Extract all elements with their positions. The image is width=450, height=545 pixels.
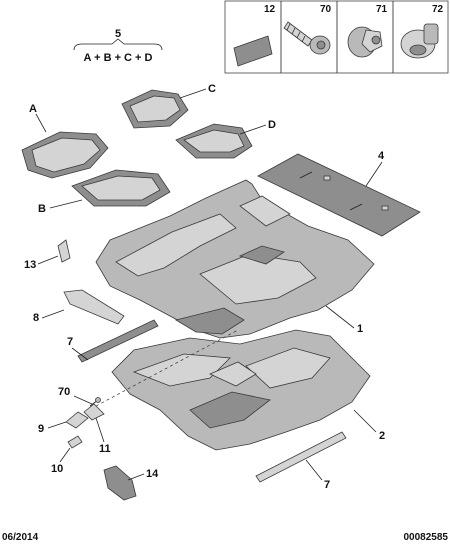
callout-70: 70 <box>58 386 70 398</box>
floor-mat-d <box>175 123 253 159</box>
callout-a: A <box>29 103 37 115</box>
cover-part-14 <box>103 465 137 501</box>
table-label-70: 70 <box>320 4 332 15</box>
callout-4: 4 <box>378 150 385 162</box>
rear-carpet <box>257 153 421 237</box>
footer-reference: 00082585 <box>404 532 449 543</box>
leader-7-upper <box>71 347 89 361</box>
callout-9: 9 <box>38 423 44 435</box>
floor-mat-b <box>71 169 171 207</box>
pad-icon <box>233 35 273 67</box>
leader-a <box>35 113 47 133</box>
formula-expression: A + B + C + D <box>84 52 153 64</box>
nut-icon <box>347 26 383 58</box>
leader-8 <box>41 309 65 319</box>
leader-c <box>179 88 207 99</box>
trim-strip-lower <box>255 431 347 483</box>
floor-insulation <box>111 329 371 451</box>
assembly-line <box>95 329 239 407</box>
table-label-71: 71 <box>376 4 388 15</box>
callout-7-upper: 7 <box>67 336 73 348</box>
leader-4 <box>365 161 383 187</box>
screw-icon <box>283 21 331 55</box>
table-label-12: 12 <box>264 4 276 15</box>
callout-8: 8 <box>33 312 39 324</box>
leader-14 <box>127 473 145 481</box>
callout-11: 11 <box>99 443 111 455</box>
leader-2 <box>353 409 377 433</box>
leader-1 <box>325 305 355 329</box>
fastener-table: 12 70 71 72 <box>224 0 449 74</box>
formula-brace <box>73 38 163 51</box>
callout-d: D <box>268 119 276 131</box>
kit-formula: 5 A + B + C + D <box>73 28 163 64</box>
trim-strip-upper <box>77 319 159 363</box>
callout-2: 2 <box>379 430 385 442</box>
callout-7-lower: 7 <box>324 479 330 491</box>
clip-part-9 <box>65 411 89 429</box>
clip-part-11 <box>83 403 105 421</box>
leader-10 <box>59 447 71 463</box>
callout-13: 13 <box>24 259 36 271</box>
heat-shield-part-8 <box>63 289 125 325</box>
floor-mat-c <box>121 89 189 129</box>
leader-11 <box>95 417 105 443</box>
leader-70 <box>73 395 93 405</box>
leader-13 <box>37 255 59 265</box>
screw-part-70 <box>89 397 101 407</box>
clip-icon <box>400 23 439 59</box>
leader-d <box>239 124 267 135</box>
table-label-72: 72 <box>432 4 444 15</box>
floor-mat-a <box>21 131 109 179</box>
footer-date: 06/2014 <box>2 532 39 543</box>
callout-c: C <box>208 83 216 95</box>
callout-14: 14 <box>146 468 159 480</box>
leader-7-lower <box>305 459 323 481</box>
callout-b: B <box>38 203 46 215</box>
plug-part-10 <box>67 435 83 449</box>
leader-9 <box>47 421 67 429</box>
main-carpet <box>95 179 375 339</box>
formula-number: 5 <box>115 28 121 40</box>
callout-10: 10 <box>51 463 63 475</box>
bracket-part-13 <box>57 239 71 263</box>
leader-b <box>49 199 83 209</box>
callout-1: 1 <box>357 323 363 335</box>
